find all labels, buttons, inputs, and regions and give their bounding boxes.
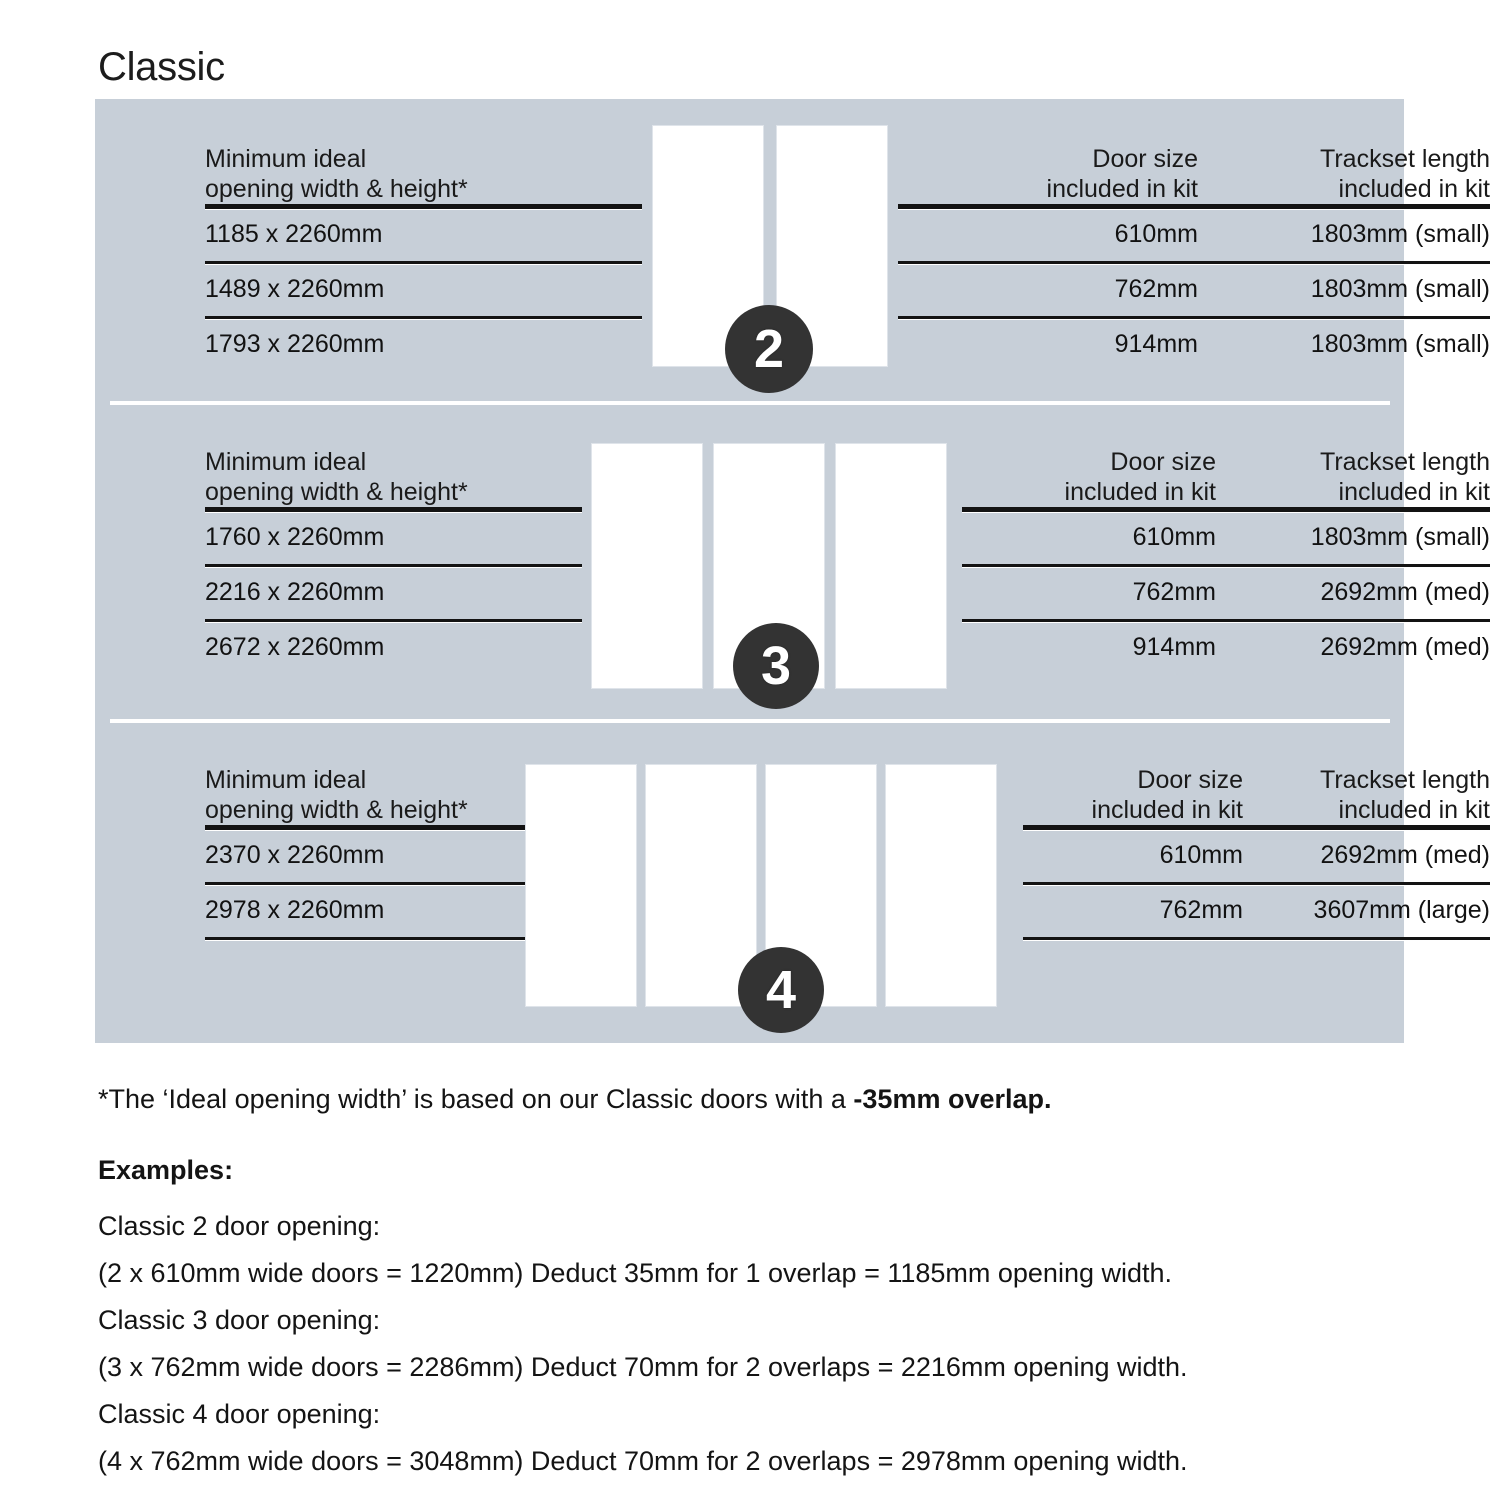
column-header-trackset: Trackset length included in kit xyxy=(1320,766,1490,824)
footnote: *The ‘Ideal opening width’ is based on o… xyxy=(98,1084,1052,1115)
cell-door-size: 762mm xyxy=(1159,896,1243,924)
row-rule xyxy=(205,882,525,885)
door-panel xyxy=(885,764,997,1007)
cell-door-size: 610mm xyxy=(1159,841,1243,869)
row-rule xyxy=(1023,937,1490,940)
opening-column: Minimum ideal opening width & height* 17… xyxy=(205,447,582,674)
door-panel xyxy=(591,443,703,689)
example-line: (2 x 610mm wide doors = 1220mm) Deduct 3… xyxy=(98,1258,1173,1288)
cell-door-size: 762mm xyxy=(1114,275,1198,303)
example-line: Classic 2 door opening: xyxy=(98,1211,381,1241)
example-line: Classic 4 door opening: xyxy=(98,1399,381,1429)
cell-door-size: 610mm xyxy=(1114,220,1198,248)
cell-trackset: 1803mm (small) xyxy=(1310,523,1490,551)
example-line: (3 x 762mm wide doors = 2286mm) Deduct 7… xyxy=(98,1352,1188,1382)
row-rule xyxy=(205,316,642,319)
section-4-door: Minimum ideal opening width & height* 23… xyxy=(95,721,1490,1043)
cell-opening: 1489 x 2260mm xyxy=(205,275,385,303)
examples-heading: Examples: xyxy=(98,1155,234,1185)
column-header-opening: Minimum ideal opening width & height* xyxy=(205,448,468,506)
column-header-door-size: Door size included in kit xyxy=(1046,145,1198,203)
section-divider xyxy=(110,401,1390,405)
cell-opening: 1793 x 2260mm xyxy=(205,330,385,358)
cell-door-size: 914mm xyxy=(1114,330,1198,358)
row-rule xyxy=(205,937,525,940)
row-rule xyxy=(1023,882,1490,885)
cell-opening: 1760 x 2260mm xyxy=(205,523,385,551)
row-rule xyxy=(962,564,1490,567)
door-count-badge-3: 3 xyxy=(733,623,819,709)
cell-trackset: 1803mm (small) xyxy=(1310,220,1490,248)
example-line: (4 x 762mm wide doors = 3048mm) Deduct 7… xyxy=(98,1446,1188,1476)
column-header-opening: Minimum ideal opening width & height* xyxy=(205,145,468,203)
cell-trackset: 1803mm (small) xyxy=(1310,275,1490,303)
column-header-door-size: Door size included in kit xyxy=(1091,766,1243,824)
cell-opening: 2370 x 2260mm xyxy=(205,841,385,869)
opening-column: Minimum ideal opening width & height* 23… xyxy=(205,765,525,940)
section-2-door: Minimum ideal opening width & height* 11… xyxy=(95,99,1490,403)
door-diagram-4 xyxy=(525,764,997,1007)
door-diagram-2 xyxy=(652,125,888,367)
cell-door-size: 762mm xyxy=(1132,578,1216,606)
footnote-text: *The ‘Ideal opening width’ is based on o… xyxy=(98,1084,854,1114)
row-rule xyxy=(205,619,582,622)
door-panel xyxy=(835,443,947,689)
row-rule xyxy=(898,316,1490,319)
column-header-trackset: Trackset length included in kit xyxy=(1320,448,1490,506)
cell-trackset: 2692mm (med) xyxy=(1320,578,1491,606)
door-count-badge-4: 4 xyxy=(738,947,824,1033)
cell-door-size: 914mm xyxy=(1132,633,1216,661)
example-line: Classic 3 door opening: xyxy=(98,1305,381,1335)
header-rule xyxy=(962,507,1490,512)
header-rule xyxy=(898,204,1490,209)
cell-opening: 2672 x 2260mm xyxy=(205,633,385,661)
header-rule xyxy=(205,507,582,512)
cell-opening: 1185 x 2260mm xyxy=(205,220,383,248)
section-3-door: Minimum ideal opening width & height* 17… xyxy=(95,403,1490,721)
header-rule xyxy=(1023,825,1490,830)
column-header-opening: Minimum ideal opening width & height* xyxy=(205,766,468,824)
cell-trackset: 2692mm (med) xyxy=(1320,633,1491,661)
cell-trackset: 1803mm (small) xyxy=(1310,330,1490,358)
cell-opening: 2216 x 2260mm xyxy=(205,578,385,606)
column-header-trackset: Trackset length included in kit xyxy=(1320,145,1490,203)
opening-column: Minimum ideal opening width & height* 11… xyxy=(205,144,642,371)
door-panel xyxy=(525,764,637,1007)
door-diagram-3 xyxy=(591,443,947,689)
page-title: Classic xyxy=(98,44,225,89)
row-rule xyxy=(962,619,1490,622)
kit-columns: Door size included in kit Trackset lengt… xyxy=(962,447,1490,674)
header-rule xyxy=(205,825,525,830)
kit-columns: Door size included in kit Trackset lengt… xyxy=(1023,765,1490,940)
footnote-emphasis: -35mm overlap. xyxy=(853,1084,1052,1114)
column-header-door-size: Door size included in kit xyxy=(1064,448,1216,506)
examples-list: Classic 2 door opening: (2 x 610mm wide … xyxy=(98,1203,1188,1485)
row-rule xyxy=(898,261,1490,264)
kit-columns: Door size included in kit Trackset lengt… xyxy=(898,144,1490,371)
section-divider xyxy=(110,719,1390,723)
cell-trackset: 3607mm (large) xyxy=(1313,896,1490,924)
spec-panel: Minimum ideal opening width & height* 11… xyxy=(95,99,1490,1043)
row-rule xyxy=(205,564,582,567)
door-panel xyxy=(645,764,757,1007)
cell-door-size: 610mm xyxy=(1132,523,1216,551)
door-count-badge-2: 2 xyxy=(725,305,813,393)
cell-opening: 2978 x 2260mm xyxy=(205,896,385,924)
cell-trackset: 2692mm (med) xyxy=(1320,841,1491,869)
row-rule xyxy=(205,261,642,264)
header-rule xyxy=(205,204,642,209)
